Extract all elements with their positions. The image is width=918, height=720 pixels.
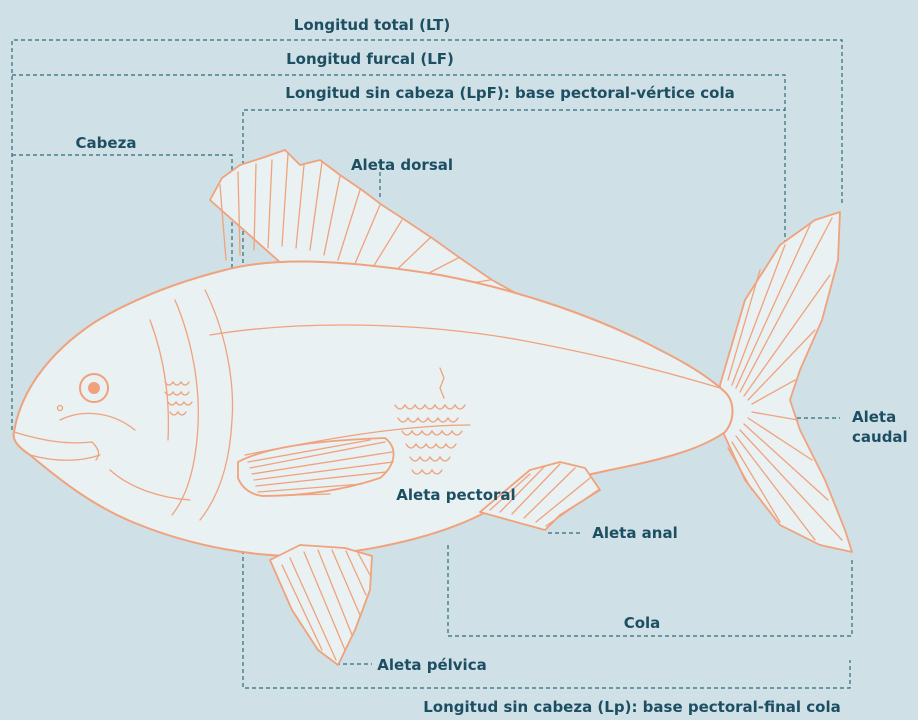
- label-aleta-caudal-2: caudal: [852, 428, 908, 446]
- label-longitud-furcal: Longitud furcal (LF): [286, 50, 454, 68]
- label-cola: Cola: [624, 614, 661, 632]
- label-aleta-anal: Aleta anal: [592, 524, 678, 542]
- label-longitud-total: Longitud total (LT): [294, 16, 450, 34]
- label-longitud-lpf: Longitud sin cabeza (LpF): base pectoral…: [285, 84, 734, 102]
- label-longitud-lp: Longitud sin cabeza (Lp): base pectoral-…: [423, 698, 841, 716]
- label-aleta-dorsal: Aleta dorsal: [351, 156, 453, 174]
- label-cabeza: Cabeza: [76, 134, 137, 152]
- fish-body: [14, 262, 733, 556]
- fish-illustration: [14, 150, 852, 665]
- label-aleta-caudal-1: Aleta: [852, 408, 896, 426]
- label-aleta-pectoral: Aleta pectoral: [396, 486, 515, 504]
- eye-pupil: [88, 382, 100, 394]
- label-aleta-pelvica: Aleta pélvica: [377, 656, 486, 674]
